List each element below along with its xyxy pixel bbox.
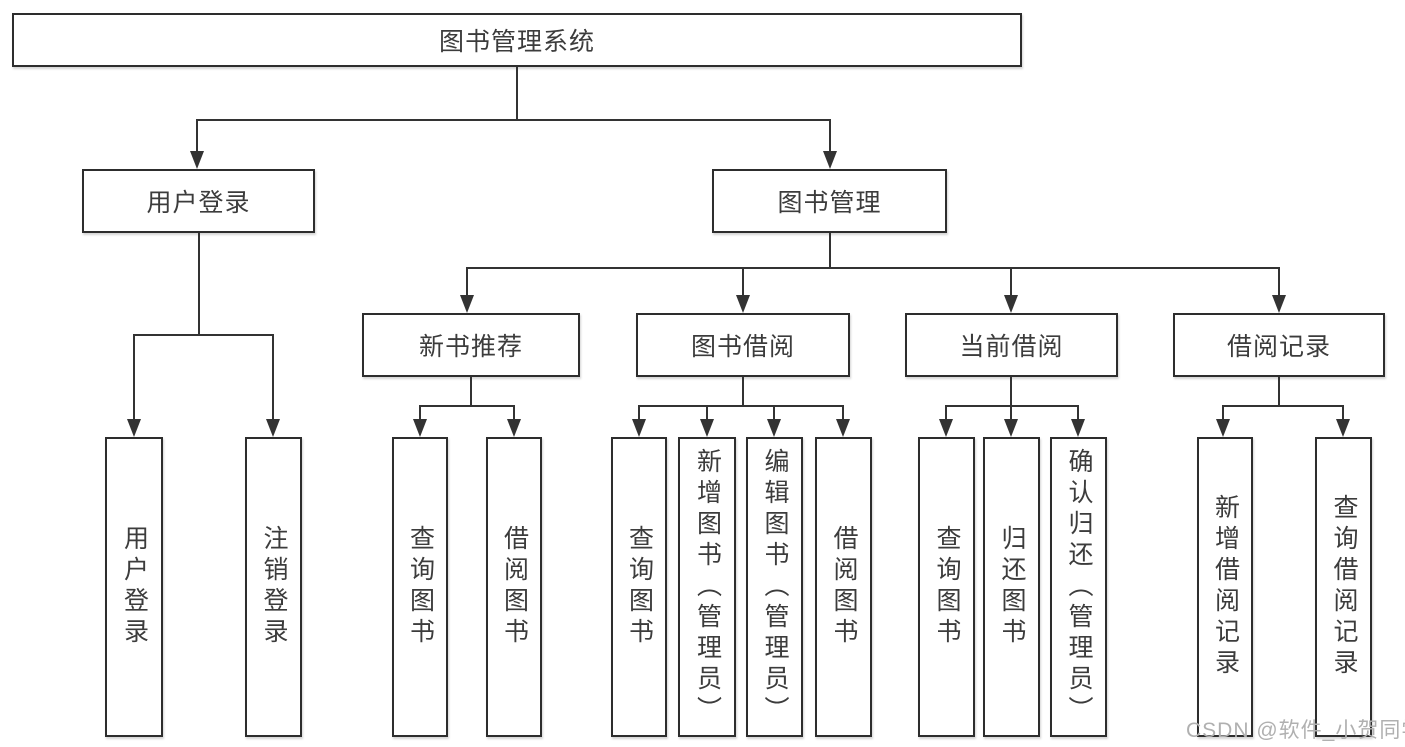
node-current-borrow-label: 当前借阅 xyxy=(959,333,1064,361)
leaf-logout: 注销登录 xyxy=(245,437,302,737)
node-library-system: 图书管理系统 xyxy=(12,13,1022,67)
leaf-current-query-books-label: 查询图书 xyxy=(933,525,961,649)
leaf-current-confirm-return-admin-label: 确认归还（管理员） xyxy=(1065,447,1093,727)
leaf-current-return-books: 归还图书 xyxy=(983,437,1040,737)
leaf-borrow-add-books-admin: 新增图书（管理员） xyxy=(678,437,736,737)
node-borrow-records-label: 借阅记录 xyxy=(1226,333,1331,361)
leaf-newbooks-borrow-books: 借阅图书 xyxy=(486,437,542,737)
leaf-user-login-label: 用户登录 xyxy=(120,525,149,649)
csdn-watermark: CSDN @软件_小贺同学 xyxy=(1186,719,1405,742)
node-current-borrow: 当前借阅 xyxy=(905,313,1118,377)
leaf-current-query-books: 查询图书 xyxy=(918,437,975,737)
leaf-logout-label: 注销登录 xyxy=(260,525,288,649)
node-book-borrow: 图书借阅 xyxy=(636,313,850,377)
node-user-login-label: 用户登录 xyxy=(146,189,251,217)
leaf-current-confirm-return-admin: 确认归还（管理员） xyxy=(1050,437,1107,737)
leaf-current-return-books-label: 归还图书 xyxy=(998,525,1026,649)
node-book-management-label: 图书管理 xyxy=(777,189,882,217)
node-user-login: 用户登录 xyxy=(82,169,315,233)
node-borrow-records: 借阅记录 xyxy=(1173,313,1385,377)
leaf-borrow-edit-books-admin-label: 编辑图书（管理员） xyxy=(761,447,789,727)
node-library-system-label: 图书管理系统 xyxy=(438,28,595,56)
leaf-records-query-record-label: 查询借阅记录 xyxy=(1330,494,1358,680)
node-new-book-recommend-label: 新书推荐 xyxy=(418,333,523,361)
node-book-borrow-label: 图书借阅 xyxy=(690,333,795,361)
leaf-newbooks-query-books: 查询图书 xyxy=(392,437,448,737)
leaf-borrow-borrow-books-label: 借阅图书 xyxy=(830,525,858,649)
leaf-borrow-edit-books-admin: 编辑图书（管理员） xyxy=(746,437,803,737)
leaf-user-login: 用户登录 xyxy=(105,437,163,737)
leaf-borrow-query-books: 查询图书 xyxy=(611,437,667,737)
node-book-management: 图书管理 xyxy=(712,169,947,233)
leaf-borrow-add-books-admin-label: 新增图书（管理员） xyxy=(693,447,722,727)
leaf-records-add-record-label: 新增借阅记录 xyxy=(1211,494,1240,680)
node-new-book-recommend: 新书推荐 xyxy=(362,313,580,377)
leaf-newbooks-borrow-books-label: 借阅图书 xyxy=(500,525,529,649)
leaf-borrow-borrow-books: 借阅图书 xyxy=(815,437,872,737)
leaf-records-query-record: 查询借阅记录 xyxy=(1315,437,1372,737)
leaf-records-add-record: 新增借阅记录 xyxy=(1197,437,1253,737)
leaf-newbooks-query-books-label: 查询图书 xyxy=(406,525,435,649)
leaf-borrow-query-books-label: 查询图书 xyxy=(625,525,654,649)
